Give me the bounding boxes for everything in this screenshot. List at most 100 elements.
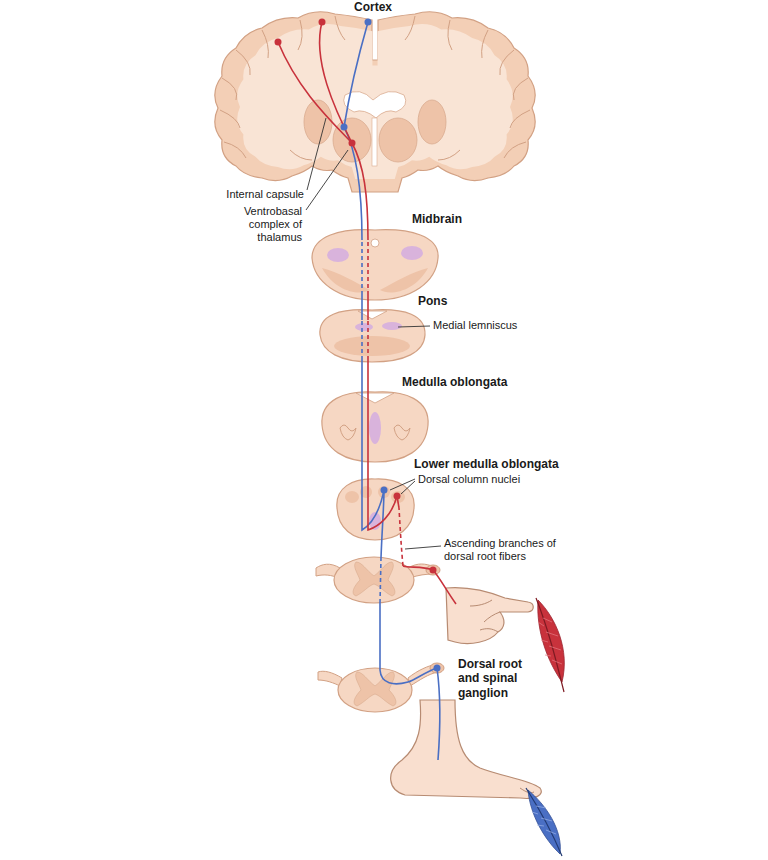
brain-section (215, 12, 535, 192)
structure-label: Internal capsule (204, 188, 304, 201)
structure-label: Dorsal column nuclei (418, 473, 520, 486)
nerve-fiber (367, 320, 369, 360)
neuron-dot (381, 487, 388, 494)
region-label-anchor: Lower medulla oblongata (414, 457, 559, 471)
feather-barbs (538, 618, 562, 664)
hand-figure (446, 588, 533, 644)
gray-matter (353, 562, 395, 596)
pons-section (320, 310, 425, 362)
leader-line (398, 326, 430, 327)
neuron-dot (319, 19, 326, 26)
sulcus (335, 16, 345, 40)
spinal-cord-outline (338, 668, 412, 712)
leader-line (405, 546, 441, 549)
structure-label: Ascending branches of dorsal root fibers (444, 537, 569, 563)
sulcus (220, 110, 240, 128)
feather-barbs (532, 806, 556, 834)
sulcus (510, 110, 530, 128)
neuron-dot (349, 140, 356, 147)
nerve-fiber (362, 360, 384, 530)
red-pathway (278, 22, 456, 604)
dorsal-column-nucleus (345, 491, 359, 503)
nerve-fiber (361, 240, 363, 295)
lower-medulla-section (337, 479, 414, 540)
thalamus (379, 118, 417, 162)
nerve-fiber (352, 143, 368, 240)
neuron-dot (341, 124, 348, 131)
sulcus (222, 78, 237, 100)
spinal-cord-outline (334, 557, 414, 603)
structure-label-anchor: Ventrobasal complex of thalamus (226, 205, 302, 245)
gray-matter (354, 672, 396, 706)
region-label-anchor: Midbrain (412, 212, 462, 226)
medulla-section (322, 392, 428, 462)
region-label: Medulla oblongata (402, 375, 507, 389)
region-label-anchor: Pons (418, 294, 447, 308)
region-label: Dorsal root and spinal ganglion (458, 657, 544, 700)
medial-lemniscus-area (382, 322, 402, 330)
cervical-cord-section (316, 557, 440, 603)
medial-lemniscus-area (369, 412, 381, 444)
sulcus (290, 150, 312, 160)
aqueduct (371, 239, 379, 247)
lateral-ventricles (344, 91, 406, 118)
sulcus (224, 142, 246, 158)
medial-lemniscus-area (355, 323, 373, 331)
neuron-dot (430, 567, 437, 574)
olive (394, 425, 410, 440)
neuron-dot (275, 39, 282, 46)
region-label: Midbrain (412, 212, 462, 226)
cerebral-peduncle (380, 268, 428, 292)
nerve-fiber (361, 320, 363, 360)
medulla-outline (322, 392, 428, 462)
neuron-dots (275, 19, 441, 672)
nerve-fiber (433, 570, 456, 604)
nerve-fiber (399, 508, 403, 566)
lower-medulla-outline (337, 479, 414, 540)
sulcus (513, 78, 528, 100)
sulcus (236, 50, 250, 75)
sulcus (482, 30, 488, 58)
nerve-fiber (403, 566, 433, 570)
leader-line (307, 118, 326, 190)
nerve-fiber (437, 668, 440, 760)
foot-figure (391, 700, 542, 798)
sulcus (438, 150, 460, 160)
finger-crease (484, 612, 500, 622)
nerve-fiber (368, 360, 397, 530)
midbrain-outline (312, 230, 438, 300)
nucleus-area (401, 246, 423, 260)
foot (391, 700, 542, 798)
nerve-fiber (380, 603, 437, 684)
spinal-ganglion (430, 663, 444, 673)
third-ventricle (372, 118, 377, 166)
sulcus (500, 50, 514, 75)
thalamus (333, 118, 371, 162)
neuron-dot (365, 19, 372, 26)
structure-label: Ventrobasal complex of thalamus (226, 205, 302, 245)
region-label-anchor: Medulla oblongata (402, 375, 507, 389)
structure-label-anchor: Medial lemniscus (433, 319, 517, 332)
hand (446, 588, 533, 644)
sulcus (405, 16, 415, 40)
nerve-fiber (278, 42, 352, 143)
structure-label-anchor: Dorsal column nuclei (418, 473, 520, 486)
spinal-root (318, 671, 342, 686)
structure-label-anchor: Internal capsule (204, 188, 304, 201)
feather-shaft (526, 788, 562, 856)
finger-crease (470, 600, 492, 606)
region-label-anchor: Cortex (323, 0, 423, 14)
neuron-dot (434, 665, 441, 672)
cortex-outline (215, 12, 535, 192)
nerve-fiber (344, 22, 368, 127)
olive (340, 425, 356, 440)
basal-ganglia (418, 100, 446, 144)
pons-outline (320, 310, 425, 362)
sulcus (448, 20, 452, 50)
neuron-dot (394, 493, 401, 500)
midbrain-section (312, 230, 438, 300)
region-label: Cortex (323, 0, 423, 14)
